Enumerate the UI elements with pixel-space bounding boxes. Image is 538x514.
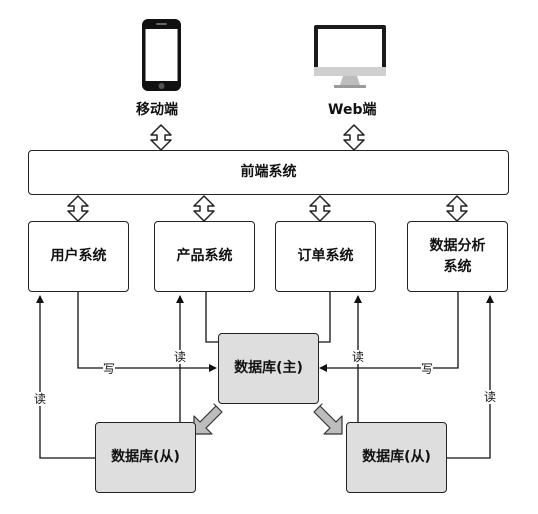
user-write-arrow (77, 292, 217, 372)
order-system-label: 订单系统 (297, 248, 354, 265)
replication-arrow-left (193, 403, 223, 435)
read-label-order: 读 (352, 350, 365, 364)
frontend-to-analytics-double-arrow (446, 195, 468, 222)
replication-arrow-right (313, 403, 343, 435)
user-system-label: 用户系统 (50, 248, 107, 265)
slave-right-to-analytics-read-arrow (446, 295, 494, 459)
analytics-system-label: 数据分析 系统 (429, 238, 486, 275)
write-label-right: 写 (421, 362, 434, 376)
frontend-system-label: 前端系统 (240, 164, 297, 181)
read-label-analytics: 读 (484, 390, 497, 404)
slave-database-left-box: 数据库(从) (95, 422, 196, 493)
slave-database-left-label: 数据库(从) (111, 449, 180, 466)
order-system-box: 订单系统 (275, 221, 376, 292)
mobile-phone-icon (142, 19, 181, 91)
frontend-system-box: 前端系统 (28, 150, 509, 195)
master-database-label: 数据库(主) (234, 360, 303, 377)
product-system-box: 产品系统 (154, 221, 255, 292)
read-label-product: 读 (174, 350, 187, 364)
slave-left-to-user-read-arrow (36, 295, 96, 459)
frontend-to-order-double-arrow (309, 195, 331, 222)
slave-database-right-label: 数据库(从) (362, 449, 431, 466)
frontend-to-user-double-arrow (67, 195, 89, 222)
desktop-monitor-icon (314, 25, 386, 88)
mobile-label: 移动端 (136, 102, 178, 118)
product-system-label: 产品系统 (176, 248, 233, 265)
slave-database-right-box: 数据库(从) (346, 422, 447, 493)
read-label-user: 读 (34, 392, 47, 406)
product-to-master-line (205, 292, 218, 343)
write-label-left: 写 (103, 362, 116, 376)
web-label: Web端 (328, 102, 377, 118)
frontend-to-product-double-arrow (193, 195, 215, 222)
analytics-system-box: 数据分析 系统 (407, 221, 508, 292)
order-to-master-line (318, 292, 331, 343)
user-system-box: 用户系统 (28, 221, 129, 292)
analytics-write-arrow (319, 292, 459, 372)
master-database-box: 数据库(主) (218, 333, 319, 404)
mobile-to-frontend-double-arrow (150, 124, 172, 151)
web-to-frontend-double-arrow (343, 124, 365, 151)
